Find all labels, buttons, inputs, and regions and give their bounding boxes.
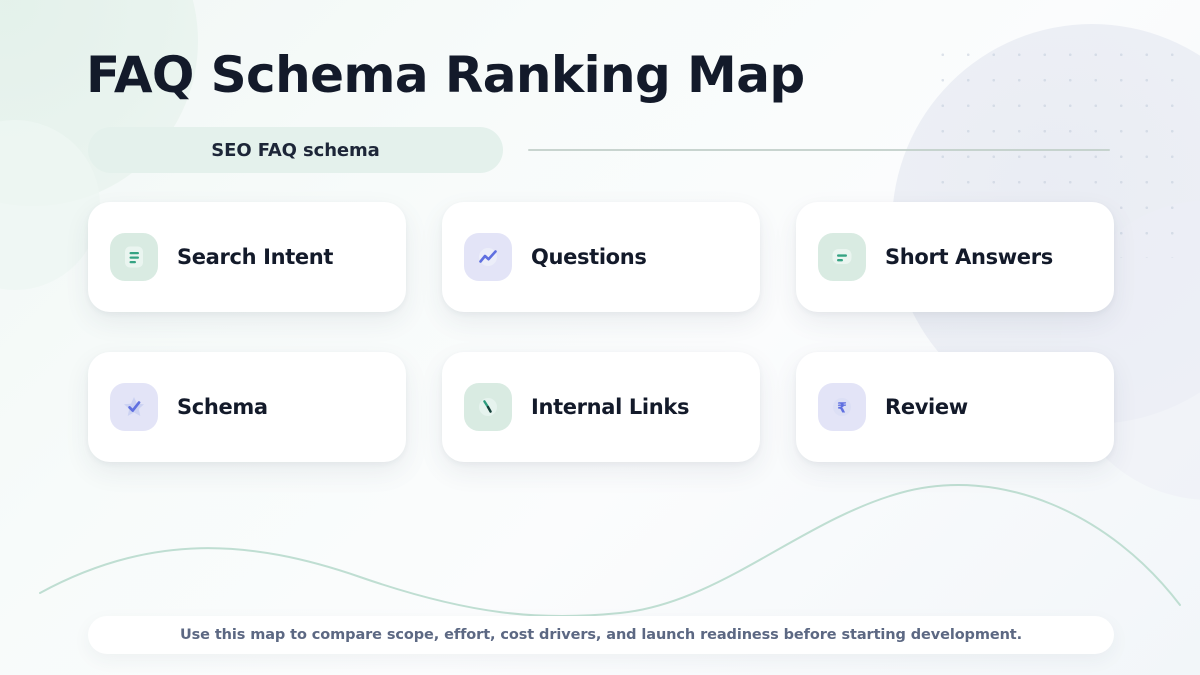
- icon-tile: [110, 233, 158, 281]
- subtitle-badge: SEO FAQ schema: [88, 127, 503, 173]
- card-label: Short Answers: [885, 245, 1053, 269]
- card-questions[interactable]: Questions: [442, 202, 760, 312]
- card-internal-links[interactable]: Internal Links: [442, 352, 760, 462]
- icon-tile: [464, 383, 512, 431]
- document-lines-icon: [125, 246, 143, 268]
- card-label: Search Intent: [177, 245, 334, 269]
- card-label: Internal Links: [531, 395, 690, 419]
- header-divider: [528, 149, 1110, 151]
- star-check-icon: [124, 397, 144, 416]
- icon-tile: ₹: [818, 383, 866, 431]
- card-label: Schema: [177, 395, 268, 419]
- rupee-icon: ₹: [833, 398, 851, 416]
- footer-note-text: Use this map to compare scope, effort, c…: [179, 627, 1023, 643]
- card-schema[interactable]: Schema: [88, 352, 406, 462]
- card-grid: Search Intent Questions Short Answers: [88, 202, 1114, 462]
- page-title: FAQ Schema Ranking Map: [86, 46, 805, 104]
- wave-line-decoration: [39, 484, 1181, 618]
- card-review[interactable]: ₹ Review: [796, 352, 1114, 462]
- card-label: Review: [885, 395, 968, 419]
- card-search-intent[interactable]: Search Intent: [88, 202, 406, 312]
- icon-tile: [818, 233, 866, 281]
- icon-tile: [110, 383, 158, 431]
- card-short-answers[interactable]: Short Answers: [796, 202, 1114, 312]
- text-lines-icon: [832, 249, 852, 264]
- card-label: Questions: [531, 245, 647, 269]
- trending-up-icon: [479, 248, 497, 266]
- icon-tile: [464, 233, 512, 281]
- footer-note-bar: Use this map to compare scope, effort, c…: [88, 616, 1114, 654]
- subtitle-badge-label: SEO FAQ schema: [211, 139, 380, 161]
- clock-icon: [479, 398, 497, 416]
- svg-text:₹: ₹: [837, 400, 847, 416]
